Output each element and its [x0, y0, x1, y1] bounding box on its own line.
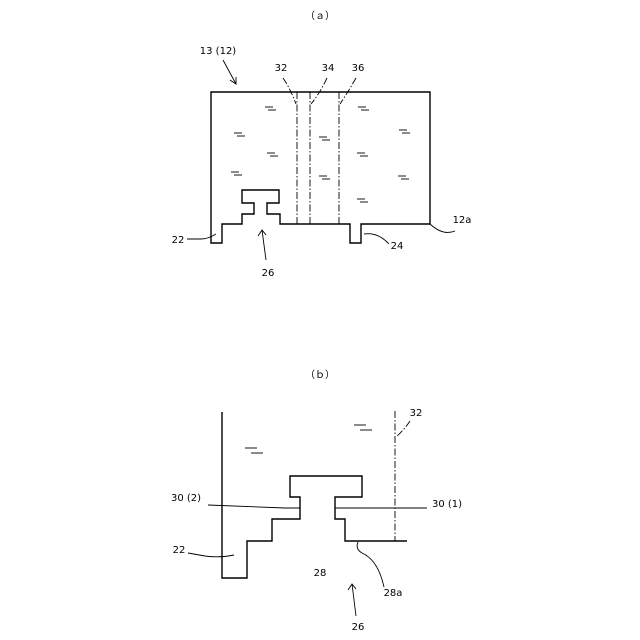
figure-a: （ａ） 13 (12) 32 34 36 — [172, 10, 472, 279]
figure-b-leader-28a — [357, 542, 384, 587]
figure-a-label-32: 32 — [275, 63, 288, 74]
figure-b-label-22: 22 — [173, 545, 186, 556]
figure-a-label-26: 26 — [262, 268, 275, 279]
figure-a-liquid-marks — [231, 107, 410, 202]
figure-a-leader-34 — [311, 78, 327, 104]
figure-a-label-34: 34 — [322, 63, 335, 74]
figure-a-leader-36 — [340, 78, 356, 104]
figure-b-caption: （ｂ） — [305, 369, 335, 381]
figure-a-caption: （ａ） — [305, 10, 335, 22]
figure-b-label-32: 32 — [410, 408, 423, 419]
figure-b-label-28: 28 — [314, 568, 327, 579]
figure-a-label-36: 36 — [352, 63, 365, 74]
figure-a-label-12a: 12a — [453, 215, 472, 226]
figure-b-label-28a: 28a — [384, 588, 403, 599]
figure-b: （ｂ） 32 30 (2) 30 (1) 22 28 28a 26 — [171, 369, 462, 633]
figure-a-leader-32 — [283, 78, 296, 104]
figure-b-label-30-1: 30 (1) — [432, 499, 462, 510]
figure-b-leader-32 — [396, 421, 410, 437]
figure-a-label-22: 22 — [172, 235, 185, 246]
figure-a-leader-24 — [364, 234, 389, 244]
figure-a-block-outline — [211, 92, 430, 243]
figure-b-profile — [222, 412, 407, 578]
figure-b-leader-22 — [188, 553, 234, 557]
figure-b-liquid-marks — [245, 425, 372, 453]
figure-a-leader-12a — [430, 224, 455, 232]
figure-b-label-30-2: 30 (2) — [171, 493, 201, 504]
figure-a-label-24: 24 — [391, 241, 404, 252]
figure-a-arrow-container — [223, 60, 236, 84]
figure-a-label-container: 13 (12) — [200, 46, 237, 57]
figure-b-label-26: 26 — [352, 622, 365, 633]
